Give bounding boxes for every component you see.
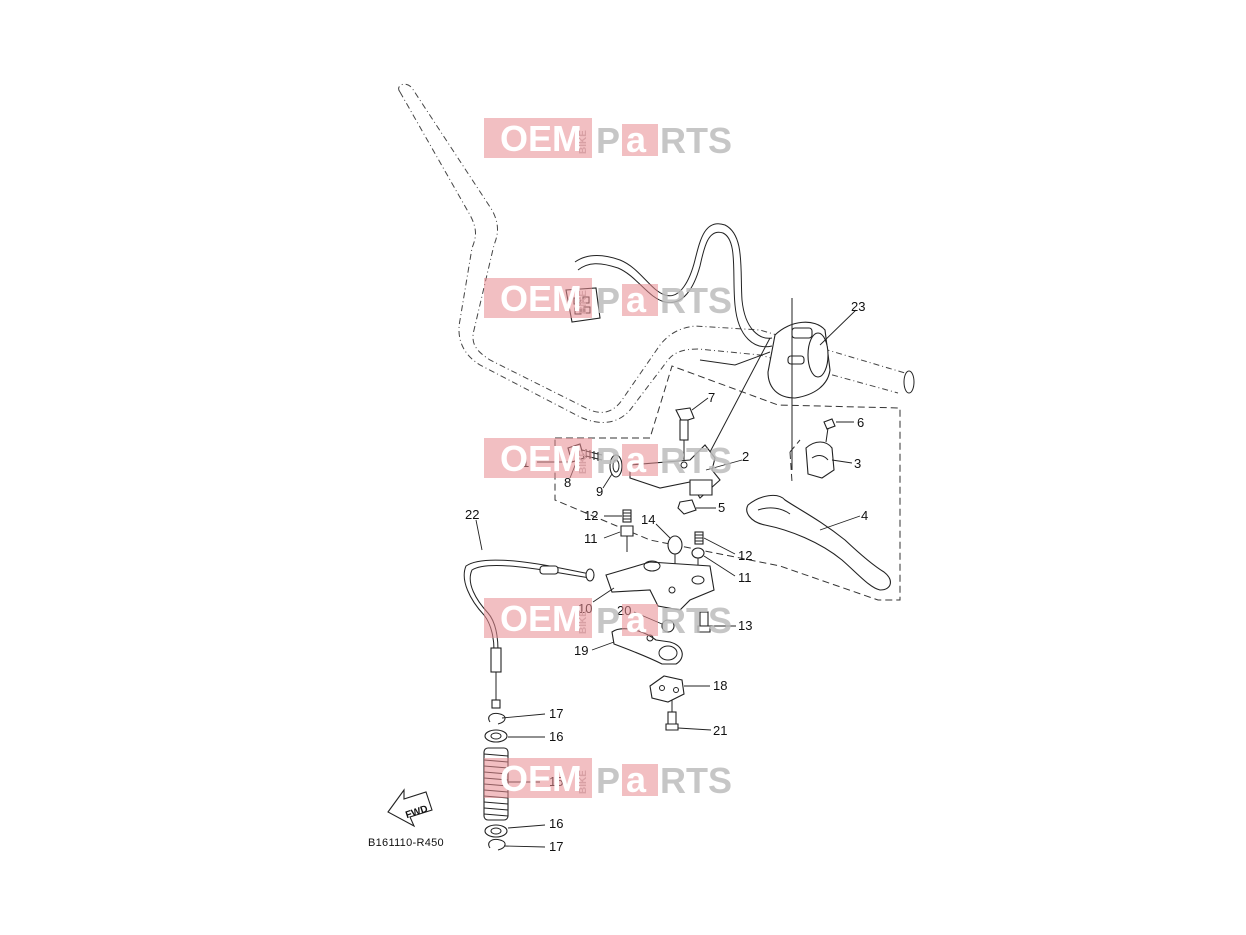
callout-12-right: 12 (738, 548, 752, 563)
callout-9: 9 (596, 484, 603, 499)
callout-17-lower: 17 (549, 839, 563, 854)
watermark-oem: OEM (500, 118, 582, 159)
watermark-5: OEM BIKE P a RTS (484, 758, 732, 801)
callout-21: 21 (713, 723, 727, 738)
callout-6: 6 (857, 415, 864, 430)
watermark-1: OEM BIKE P a RTS (484, 118, 732, 161)
callout-19: 19 (574, 643, 588, 658)
spring-upper-left (622, 509, 632, 523)
callout-16-upper: 16 (549, 729, 563, 744)
holder-clamp (805, 441, 835, 479)
washer-lower (484, 824, 508, 838)
watermark-rts: RTS (660, 280, 732, 321)
collar (667, 535, 683, 566)
watermark-oem: OEM (500, 438, 582, 479)
watermark-2: OEM BIKE P a RTS (484, 278, 732, 321)
holder-bolt (823, 418, 836, 443)
switch-bracket (605, 560, 715, 611)
mounting-plate (649, 675, 685, 703)
leader-lines (475, 309, 861, 848)
plate-screw (665, 700, 679, 731)
circlip-upper (488, 713, 506, 725)
callout-16-lower: 16 (549, 816, 563, 831)
watermark-bike: BIKE (578, 610, 589, 634)
callout-11-right: 11 (738, 570, 752, 585)
callout-17-upper: 17 (549, 706, 563, 721)
watermark-a: a (626, 759, 647, 800)
callout-11-left: 11 (584, 531, 598, 546)
clutch-lever (746, 494, 891, 591)
watermark-rts: RTS (660, 120, 732, 161)
fwd-arrow-icon: FWD (387, 788, 433, 828)
watermark-a: a (626, 279, 647, 320)
callout-23: 23 (851, 299, 865, 314)
lever-assembly-outline (554, 365, 901, 601)
watermark-bike: BIKE (578, 770, 589, 794)
pin (661, 619, 675, 633)
watermark-4: OEM BIKE P a RTS (484, 598, 732, 641)
watermark-a: a (626, 439, 647, 480)
callout-labels: 1 2 3 4 5 6 7 8 9 10 11 11 12 12 13 14 1… (465, 299, 868, 854)
callout-5: 5 (718, 500, 725, 515)
watermark-3: OEM BIKE P a RTS (484, 438, 732, 481)
bracket-screw (697, 611, 711, 633)
watermark-p: P (596, 600, 620, 641)
callout-3: 3 (854, 456, 861, 471)
handlebar (398, 83, 915, 423)
callout-2: 2 (742, 449, 749, 464)
watermark-bike: BIKE (578, 290, 589, 314)
watermark-oem: OEM (500, 758, 582, 799)
watermark-p: P (596, 440, 620, 481)
callout-13: 13 (738, 618, 752, 633)
watermark-p: P (596, 120, 620, 161)
adjuster-knob (609, 454, 623, 478)
callout-12-left: 12 (584, 508, 598, 523)
watermark-p: P (596, 760, 620, 801)
switch-wiring (574, 223, 773, 366)
callout-14: 14 (641, 512, 655, 527)
spring-right (694, 531, 704, 545)
watermark-bike: BIKE (578, 450, 589, 474)
lever-holder-outline (789, 439, 801, 483)
watermark-a: a (626, 599, 647, 640)
lever-holder (629, 444, 721, 499)
watermark-p: P (596, 280, 620, 321)
watermark-a: a (626, 119, 647, 160)
watermark-oem: OEM (500, 278, 582, 319)
callout-8: 8 (564, 475, 571, 490)
watermark-rts: RTS (660, 440, 732, 481)
watermark-oem: OEM (500, 598, 582, 639)
callout-7: 7 (708, 390, 715, 405)
callout-22: 22 (465, 507, 479, 522)
reference-code: B161110-R450 (368, 837, 444, 849)
watermark-bike: BIKE (578, 130, 589, 154)
callout-4: 4 (861, 508, 868, 523)
pivot-bolt (675, 407, 695, 465)
watermark-rts: RTS (660, 600, 732, 641)
watermark-rts: RTS (660, 760, 732, 801)
handlebar-switch (709, 298, 831, 470)
damper-upper-left (620, 525, 634, 552)
washer-upper (484, 729, 508, 743)
circlip-lower (488, 839, 506, 851)
pivot-nut (677, 499, 697, 515)
callout-18: 18 (713, 678, 727, 693)
